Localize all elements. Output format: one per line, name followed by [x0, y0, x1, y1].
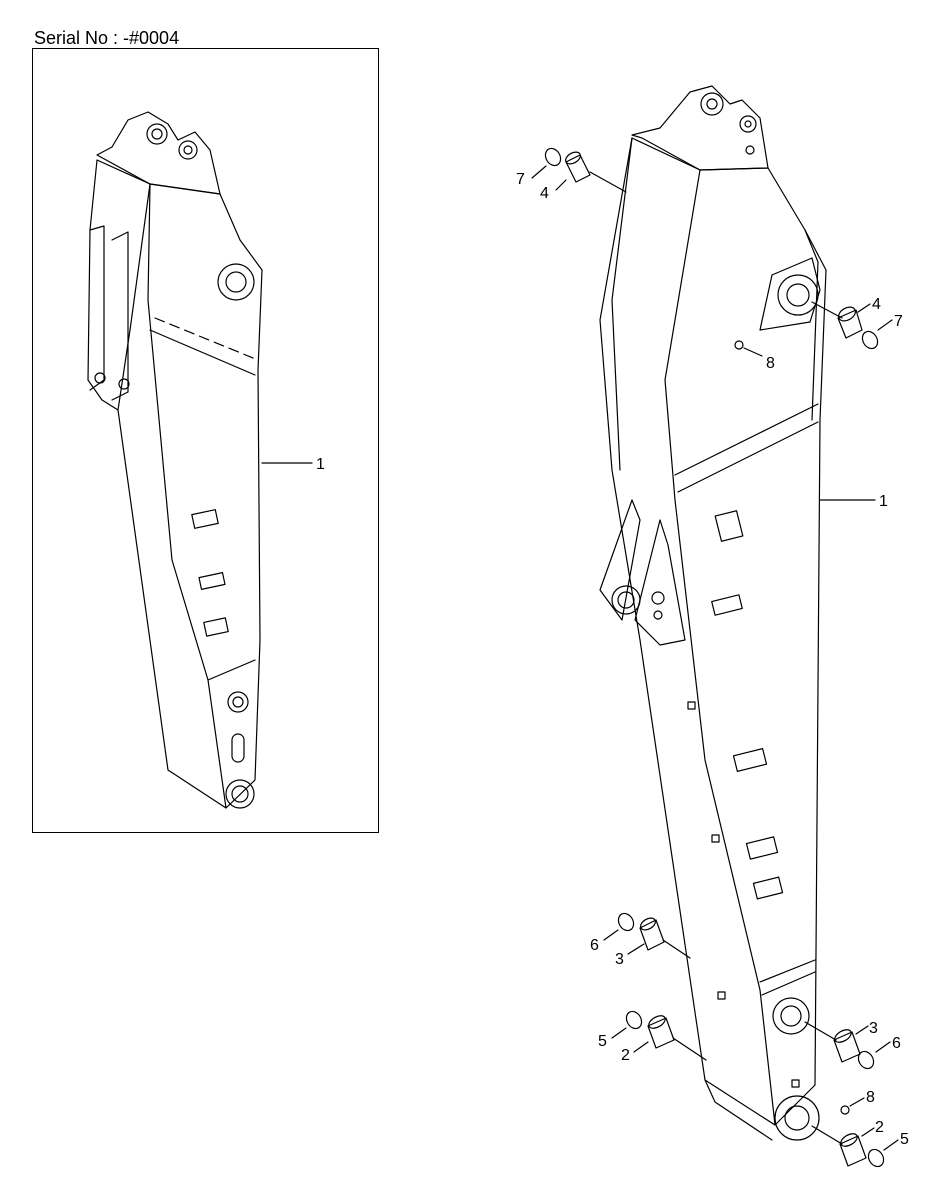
callout-main-1: 1: [879, 493, 888, 510]
callout-ring-7-top-left: 7: [516, 171, 525, 188]
callout-inset-1: 1: [316, 456, 325, 473]
callout-bushing-2-low-left: 2: [621, 1047, 630, 1064]
callout-ring-5-bottom-right: 5: [900, 1131, 909, 1148]
callout-ring-6-mid-left: 6: [590, 937, 599, 954]
callout-bushing-3-mid-right: 3: [869, 1020, 878, 1037]
low-left-bushing-group: [611, 1010, 707, 1061]
top-right-bushing-group: [734, 301, 893, 357]
mid-right-bushing-group: [804, 1021, 891, 1070]
inset-frame: [32, 48, 379, 833]
main-arm-drawing: [599, 85, 827, 1141]
serial-number: Serial No : -#0004: [34, 28, 180, 48]
callout-bushing-3-mid-left: 3: [615, 951, 624, 968]
top-left-bushing-group: [531, 147, 627, 193]
callout-fitting-8-top: 8: [766, 355, 775, 372]
inset-arm-drawing: [87, 111, 263, 809]
callout-bushing-4-top-left: 4: [540, 185, 549, 202]
callout-bushing-2-bottom-right: 2: [875, 1119, 884, 1136]
bottom-right-bushing-group: [811, 1097, 899, 1168]
callout-bushing-4-top-right: 4: [872, 296, 881, 313]
callout-fitting-8-bottom: 8: [866, 1089, 875, 1106]
mid-left-bushing-group: [603, 912, 691, 959]
callout-ring-6-mid-right: 6: [892, 1035, 901, 1052]
callout-ring-7-top-right: 7: [894, 313, 903, 330]
callout-ring-5-low-left: 5: [598, 1033, 607, 1050]
